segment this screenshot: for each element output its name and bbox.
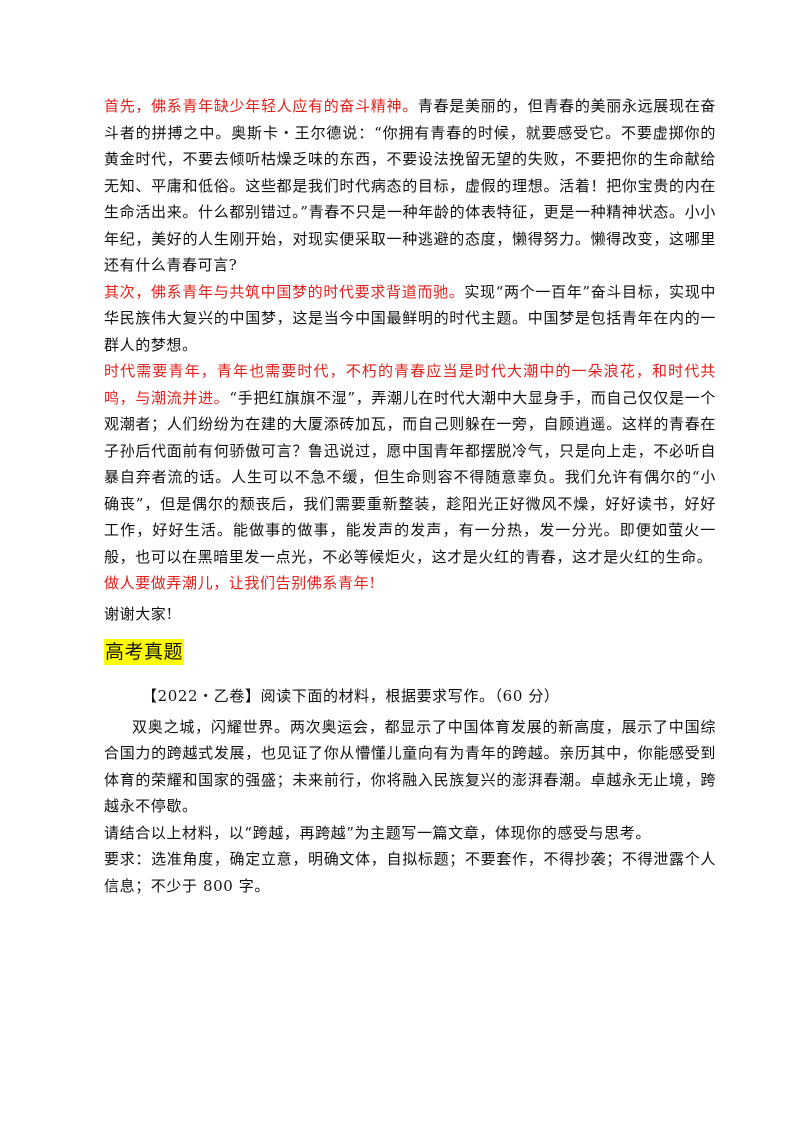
third-point-thesis: 时代需要青年，青年也需要时代，不朽的青春应当是时代大潮中的一朵浪花，和时代共鸣，… [104, 362, 716, 407]
exam-instruction: 请结合以上材料，以“跨越，再跨越”为主题写一篇文章，体现你的感受与思考。 [104, 823, 651, 842]
first-point-body: 青春是美丽的，但青春的美丽永远展现在奋斗者的拼搏之中。奥斯卡・王尔德说：“你拥有… [104, 97, 716, 274]
closing-thanks: 谢谢大家! [104, 604, 174, 623]
exam-requirements: 要求：选准角度，确定立意，明确文体，自拟标题；不要套作，不得抄袭；不得泄露个人信… [104, 850, 716, 895]
document-page: 首先，佛系青年缺少年轻人应有的奋斗精神。青春是美丽的，但青春的美丽永远展现在奋斗… [104, 93, 716, 899]
paragraph-third-point: 时代需要青年，青年也需要时代，不朽的青春应当是时代大潮中的一朵浪花，和时代共鸣，… [104, 358, 716, 570]
exam-material: 双奥之城，闪耀世界。两次奥运会，都显示了中国体育发展的新高度，展示了中国综合国力… [104, 717, 716, 816]
section-heading-wrap: 高考真题 [104, 639, 716, 669]
second-point-thesis: 其次，佛系青年与共筑中国梦的时代要求背道而驰。 [104, 282, 465, 301]
paragraph-first-point: 首先，佛系青年缺少年轻人应有的奋斗精神。青春是美丽的，但青春的美丽永远展现在奋斗… [104, 93, 716, 279]
exam-title: 【2022・乙卷】阅读下面的材料，根据要求写作。（60 分） [142, 687, 560, 705]
paragraph-second-point: 其次，佛系青年与共筑中国梦的时代要求背道而驰。实现“两个一百年”奋斗目标，实现中… [104, 279, 716, 359]
second-point-body: 实现“两个一百年”奋斗目标，实现中华民族伟大复兴的中国梦，这是当今中国最鲜明的时… [104, 282, 716, 354]
first-point-thesis: 首先，佛系青年缺少年轻人应有的奋斗精神。 [104, 97, 418, 115]
closing-call: 做人要做弄潮儿，让我们告别佛系青年! [104, 574, 376, 592]
section-heading: 高考真题 [104, 639, 185, 665]
third-point-body: “手把红旗旗不湿”，弄潮儿在时代大潮中大显身手，而自己仅仅是一个观潮者；人们纷纷… [104, 388, 716, 566]
